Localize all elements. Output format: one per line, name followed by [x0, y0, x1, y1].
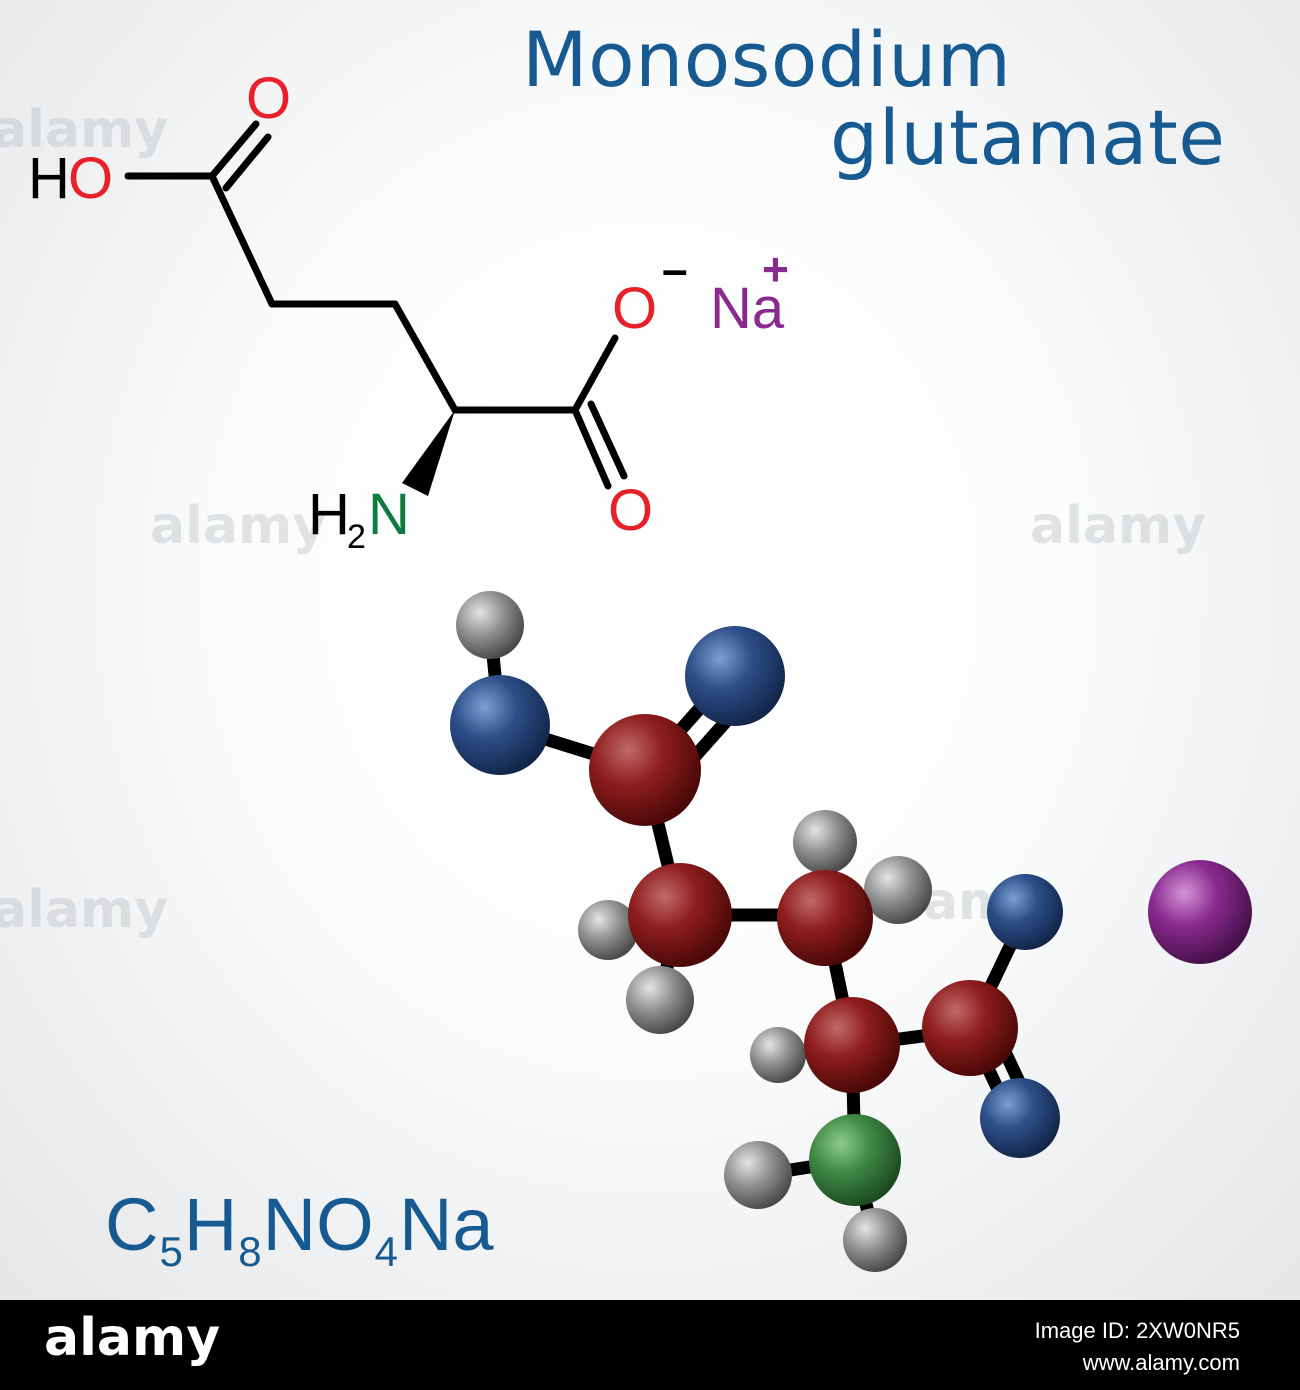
carbonyl-o-top-label: O: [246, 66, 292, 131]
hydroxyl-h-label: H: [28, 146, 70, 211]
watermark: alamy: [0, 100, 169, 160]
bond-c-o-minus: [571, 334, 619, 414]
molecular-formula: C5H8NO4Na: [105, 1188, 494, 1273]
formula-element: NO: [262, 1183, 374, 1266]
hydrogen-atom: [793, 810, 857, 874]
hydrogen-atom: [724, 1141, 792, 1209]
carboxylate-charge-label: –: [662, 243, 688, 295]
carbon-atom: [589, 714, 701, 826]
sodium-label: Na: [710, 276, 785, 341]
diagram-canvas: alamy alamy alamy alamy alamy Monosodium…: [0, 0, 1300, 1300]
watermark: alamy: [150, 496, 327, 556]
sodium-atom: [1148, 860, 1252, 964]
oxygen-atom: [980, 1078, 1060, 1158]
oxygen-atom: [987, 874, 1063, 950]
ball-and-stick-model: [450, 591, 1252, 1272]
carbon-atom: [804, 997, 900, 1093]
hydrogen-atom: [864, 856, 932, 924]
bond-c-o-double-a: [208, 120, 260, 180]
wedge-bond: [402, 410, 455, 496]
amine-n-label: N: [368, 482, 410, 547]
title-line-2: glutamate: [830, 93, 1226, 182]
formula-subscript: 5: [159, 1228, 183, 1275]
hydrogen-atom: [626, 966, 694, 1034]
watermark: alamy: [0, 880, 169, 940]
carbon-atom: [777, 870, 873, 966]
skeletal-formula: [124, 120, 628, 496]
oxygen-atom: [685, 626, 785, 726]
carboxylate-o-label: O: [612, 276, 658, 341]
formula-subscript: 4: [374, 1228, 398, 1275]
site-url[interactable]: www.alamy.com: [1082, 1350, 1240, 1375]
hydrogen-atom: [750, 1027, 806, 1083]
amine-sub-label: 2: [347, 518, 366, 556]
formula-subscript: 8: [238, 1228, 262, 1275]
bond-c-o-double-b: [222, 133, 272, 192]
title-line-1: Monosodium: [522, 15, 1012, 104]
formula-element: H: [183, 1183, 238, 1266]
amine-h-label: H: [308, 482, 350, 547]
footer-bar: alamy Image ID: 2XW0NR5 www.alamy.com: [0, 1300, 1300, 1390]
nitrogen-atom: [809, 1114, 901, 1206]
carbonyl-o-bottom-label: O: [608, 478, 654, 543]
hydroxyl-o-label: O: [68, 146, 114, 211]
bond-c-o-double-c: [571, 406, 612, 490]
carbon-atom: [922, 980, 1018, 1076]
sodium-charge-label: +: [762, 243, 789, 295]
bond-c-ch2: [208, 172, 276, 308]
bond-ch2-calpha: [391, 300, 459, 414]
alamy-logo[interactable]: alamy: [44, 1308, 221, 1368]
carbon-atom: [628, 863, 732, 967]
formula-element: C: [105, 1183, 159, 1266]
bond-c-o-double-d: [587, 400, 628, 480]
formula-element: Na: [398, 1183, 494, 1266]
hydrogen-atom: [578, 900, 638, 960]
hydrogen-atom: [456, 591, 524, 659]
hydrogen-atom: [843, 1208, 907, 1272]
oxygen-atom: [450, 675, 550, 775]
image-id: Image ID: 2XW0NR5: [1034, 1318, 1240, 1343]
watermark: alamy: [1030, 496, 1207, 556]
